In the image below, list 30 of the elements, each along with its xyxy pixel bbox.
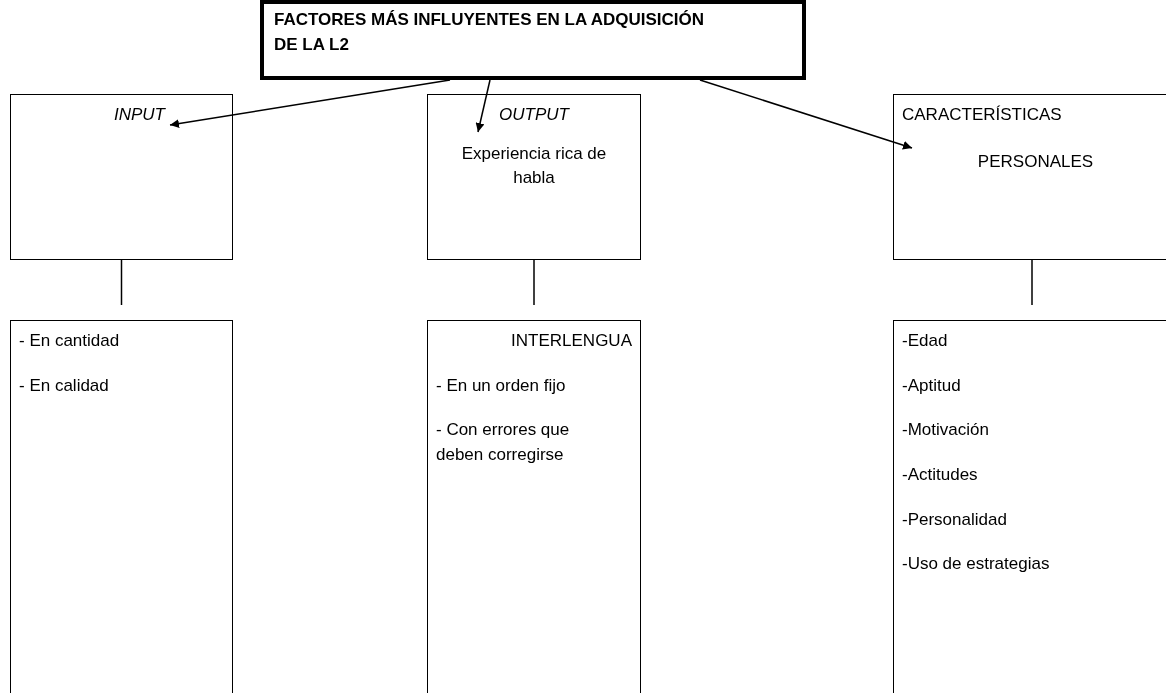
connector-line xyxy=(1031,259,1033,306)
box-text: - En calidad xyxy=(19,374,110,397)
text-box xyxy=(427,320,641,693)
arrow xyxy=(169,79,451,128)
box-text: INTERLENGUA xyxy=(510,330,632,352)
box-text: - En un orden fijo xyxy=(436,374,567,397)
title-box xyxy=(260,0,806,80)
arrow xyxy=(699,79,913,150)
box-text: - En cantidad xyxy=(19,330,121,352)
connector-line xyxy=(120,259,123,306)
box-text: -Aptitud xyxy=(902,374,962,397)
box-text: -Personalidad xyxy=(902,508,1008,531)
box-text: Experiencia rica de habla xyxy=(461,142,607,190)
title-text: FACTORES MÁS INFLUYENTES EN LA ADQUISICIÓN DE LA L2 xyxy=(274,9,706,56)
box-text: -Uso de estrategias xyxy=(902,553,1051,576)
text-box xyxy=(893,94,1166,260)
text-box xyxy=(427,94,641,260)
box-text: -Motivación xyxy=(902,419,990,442)
box-text: INPUT xyxy=(113,104,167,126)
arrow xyxy=(475,79,491,133)
connector-line xyxy=(533,259,535,306)
box-text: CARACTERÍSTICAS xyxy=(902,104,1063,126)
box-text: -Edad xyxy=(902,330,949,352)
box-text: OUTPUT xyxy=(498,104,571,126)
text-box xyxy=(893,320,1166,693)
box-text: PERSONALES xyxy=(976,150,1095,173)
box-text: - Con errores que deben corregirse xyxy=(436,419,571,466)
text-box xyxy=(10,94,233,260)
text-box xyxy=(10,320,233,693)
box-text: -Actitudes xyxy=(902,463,979,486)
